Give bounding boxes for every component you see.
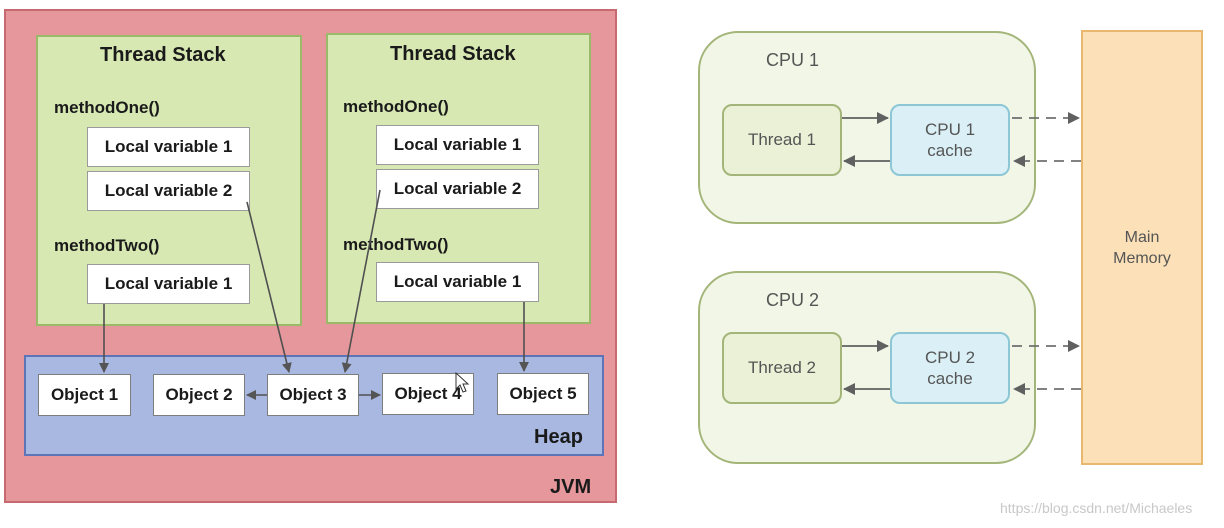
thread-1-box: Thread 1 [722,104,842,176]
cpu-2-cache-box: CPU 2 cache [890,332,1010,404]
cpu-1-label: CPU 1 [766,50,820,70]
mouse-cursor-icon [455,371,470,393]
thread-stack-1-method-two-local-variable-1: Local variable 1 [87,264,250,304]
cpu-1-cache-box: CPU 1 cache [890,104,1010,176]
thread-stack-2-method-one-local-variable-2: Local variable 2 [376,169,539,209]
thread-stack-1-method-one-local-variable-2: Local variable 2 [87,171,250,211]
thread-stack-2-method-one: methodOne() [343,97,449,116]
thread-stack-1-method-one: methodOne() [54,98,160,117]
watermark: https://blog.csdn.net/Michaeles [1000,500,1193,516]
thread-2-box: Thread 2 [722,332,842,404]
arrow-stack2-var2-to-object-3 [341,189,381,373]
cpu-1-cache-line-2: cache [927,141,973,160]
arrow-stack1-var2-to-object-3 [246,201,292,373]
thread-stack-1-method-one-local-variable-1: Local variable 1 [87,127,250,167]
thread-stack-1-title: Thread Stack [100,44,226,66]
heap-label: Heap [534,426,583,448]
cpu-1-cache-line-1: CPU 1 [924,120,976,139]
heap-object-2: Object 2 [153,374,245,416]
main-memory-line-1: Main [1124,228,1160,246]
cpu-2-label: CPU 2 [766,290,820,310]
main-memory-line-2: Memory [1113,249,1171,267]
heap-object-5: Object 5 [497,373,589,415]
cpu-2-cache-line-2: cache [927,369,973,388]
thread-stack-1-method-two: methodTwo() [54,236,160,255]
jvm-label: JVM [550,476,592,498]
cpu-2-cache-line-1: CPU 2 [924,348,976,367]
heap-object-1: Object 1 [38,374,131,416]
thread-stack-2-title: Thread Stack [390,43,516,65]
thread-stack-2-method-two-local-variable-1: Local variable 1 [376,262,539,302]
heap-object-3: Object 3 [267,374,359,416]
thread-stack-2-method-one-local-variable-1: Local variable 1 [376,125,539,165]
